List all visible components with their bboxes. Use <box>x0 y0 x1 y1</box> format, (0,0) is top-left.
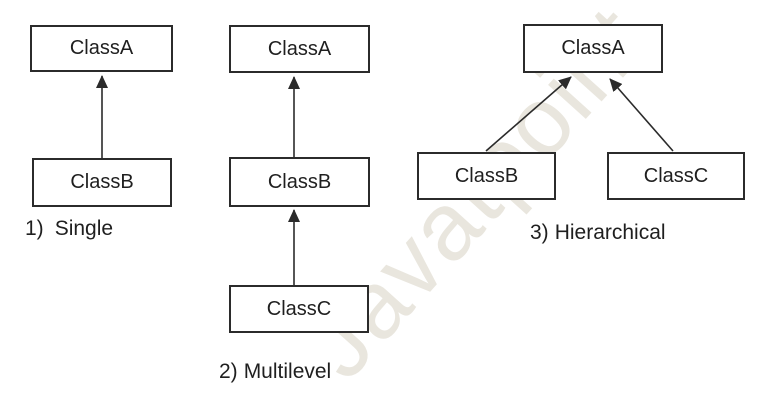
hierarchical-classb-label: ClassB <box>454 164 519 187</box>
multilevel-classa-box: ClassA <box>229 25 370 73</box>
single-classa-label: ClassA <box>69 37 134 59</box>
multilevel-classb-label: ClassB <box>267 170 332 193</box>
single-caption-text: Single <box>54 217 114 240</box>
hierarchical-classa-label: ClassA <box>561 37 625 59</box>
single-caption: 1) Single <box>25 217 113 241</box>
hierarchical-caption-text: Hierarchical <box>554 221 666 244</box>
arrow-hierarchical-c-to-a <box>609 78 674 152</box>
single-classb-label: ClassB <box>70 171 134 193</box>
multilevel-classc-label: ClassC <box>266 297 332 320</box>
multilevel-classb-box: ClassB <box>229 157 370 207</box>
hierarchical-classc-box: ClassC <box>607 152 745 200</box>
single-caption-number: 1) <box>25 217 44 240</box>
multilevel-caption: 2)Multilevel <box>219 360 331 384</box>
hierarchical-classc-label: ClassC <box>643 164 709 187</box>
multilevel-classa-label: ClassA <box>267 37 332 60</box>
hierarchical-classb-box: ClassB <box>417 152 556 200</box>
hierarchical-caption-number: 3) <box>530 221 549 244</box>
hierarchical-caption: 3)Hierarchical <box>530 221 666 245</box>
single-classa-box: ClassA <box>30 25 173 72</box>
multilevel-caption-text: Multilevel <box>243 360 332 383</box>
multilevel-caption-number: 2) <box>219 360 238 383</box>
single-classb-box: ClassB <box>32 158 172 207</box>
hierarchical-classa-box: ClassA <box>523 24 663 73</box>
multilevel-classc-box: ClassC <box>229 285 369 333</box>
arrow-hierarchical-b-to-a <box>485 76 572 152</box>
